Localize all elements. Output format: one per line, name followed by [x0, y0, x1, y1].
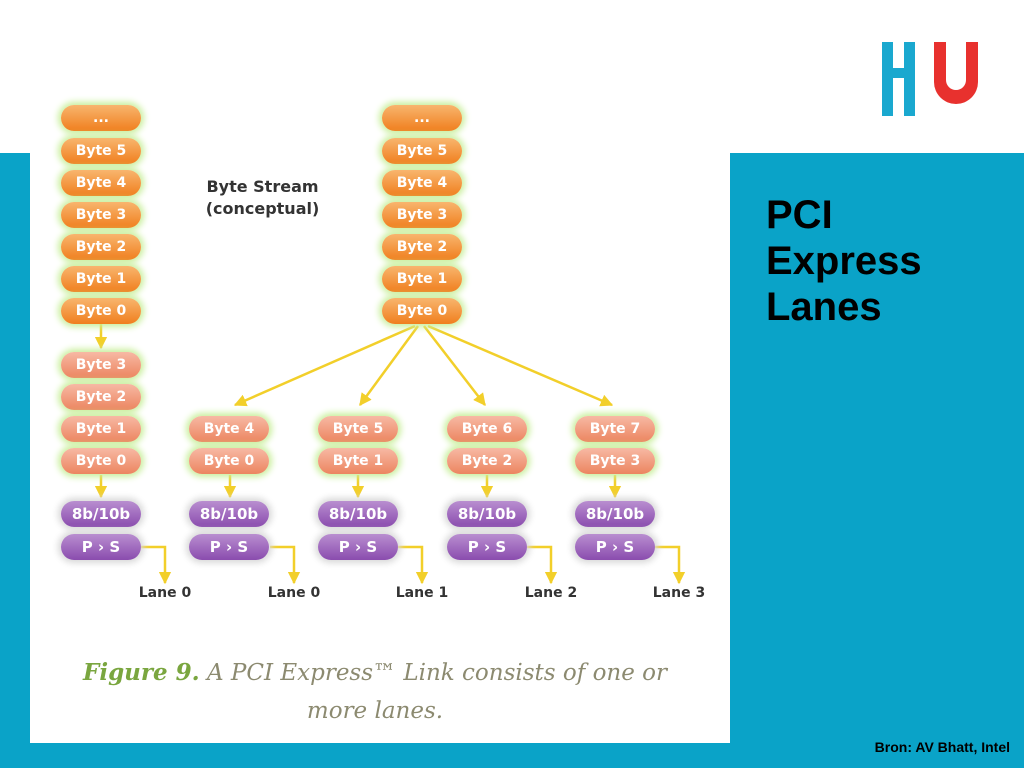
- serializer-block: P › S: [575, 534, 655, 560]
- byte-stream-item: Byte 2: [382, 234, 462, 260]
- lane-label: Lane 0: [267, 585, 321, 601]
- slide-title-line: Lanes: [766, 285, 882, 329]
- lane-byte: Byte 0: [189, 448, 269, 474]
- slide-title-line: Express: [766, 239, 922, 283]
- byte-stream-item: Byte 5: [382, 138, 462, 164]
- byte-stream-item: Byte 0: [61, 298, 141, 324]
- encoder-block: 8b/10b: [447, 501, 527, 527]
- byte-stream-item: Byte 2: [61, 234, 141, 260]
- lane-byte: Byte 3: [575, 448, 655, 474]
- lane-byte: Byte 1: [318, 448, 398, 474]
- lane-byte: Byte 4: [189, 416, 269, 442]
- byte-stream-item: Byte 5: [61, 138, 141, 164]
- slide-title-line: PCI: [766, 193, 833, 237]
- serializer-block: P › S: [61, 534, 141, 560]
- byte-stream-ellipsis: ...: [382, 105, 462, 131]
- lane-label: Lane 0: [138, 585, 192, 601]
- figure-caption-text: A PCI Express™ Link consists of one or m…: [206, 660, 667, 724]
- byte-stream-item: Byte 3: [61, 202, 141, 228]
- byte-stream-label: Byte Stream (conceptual): [200, 176, 325, 220]
- single-lane-byte: Byte 1: [61, 416, 141, 442]
- byte-stream-item: Byte 4: [61, 170, 141, 196]
- lane-byte: Byte 2: [447, 448, 527, 474]
- single-lane-byte: Byte 0: [61, 448, 141, 474]
- byte-stream-item: Byte 1: [382, 266, 462, 292]
- byte-stream-ellipsis: ...: [61, 105, 141, 131]
- byte-stream-item: Byte 4: [382, 170, 462, 196]
- byte-stream-item: Byte 3: [382, 202, 462, 228]
- byte-stream-label-line: (conceptual): [205, 199, 320, 218]
- byte-stream-item: Byte 0: [382, 298, 462, 324]
- serializer-block: P › S: [189, 534, 269, 560]
- byte-stream-item: Byte 1: [61, 266, 141, 292]
- lane-byte: Byte 5: [318, 416, 398, 442]
- serializer-block: P › S: [318, 534, 398, 560]
- encoder-block: 8b/10b: [189, 501, 269, 527]
- byte-stream-label-line: Byte Stream: [206, 177, 319, 196]
- single-lane-byte: Byte 3: [61, 352, 141, 378]
- serializer-block: P › S: [447, 534, 527, 560]
- lane-label: Lane 3: [652, 585, 706, 601]
- figure-caption: Figure 9. A PCI Express™ Link consists o…: [80, 654, 670, 730]
- encoder-block: 8b/10b: [575, 501, 655, 527]
- slide-title: PCI Express Lanes: [766, 192, 1016, 330]
- hu-logo: [882, 42, 978, 116]
- lane-byte: Byte 6: [447, 416, 527, 442]
- encoder-block: 8b/10b: [61, 501, 141, 527]
- lane-label: Lane 2: [524, 585, 578, 601]
- encoder-block: 8b/10b: [318, 501, 398, 527]
- single-lane-byte: Byte 2: [61, 384, 141, 410]
- lane-byte: Byte 7: [575, 416, 655, 442]
- lane-label: Lane 1: [395, 585, 449, 601]
- figure-number: Figure 9.: [83, 659, 200, 686]
- source-credit: Bron: AV Bhatt, Intel: [874, 739, 1010, 755]
